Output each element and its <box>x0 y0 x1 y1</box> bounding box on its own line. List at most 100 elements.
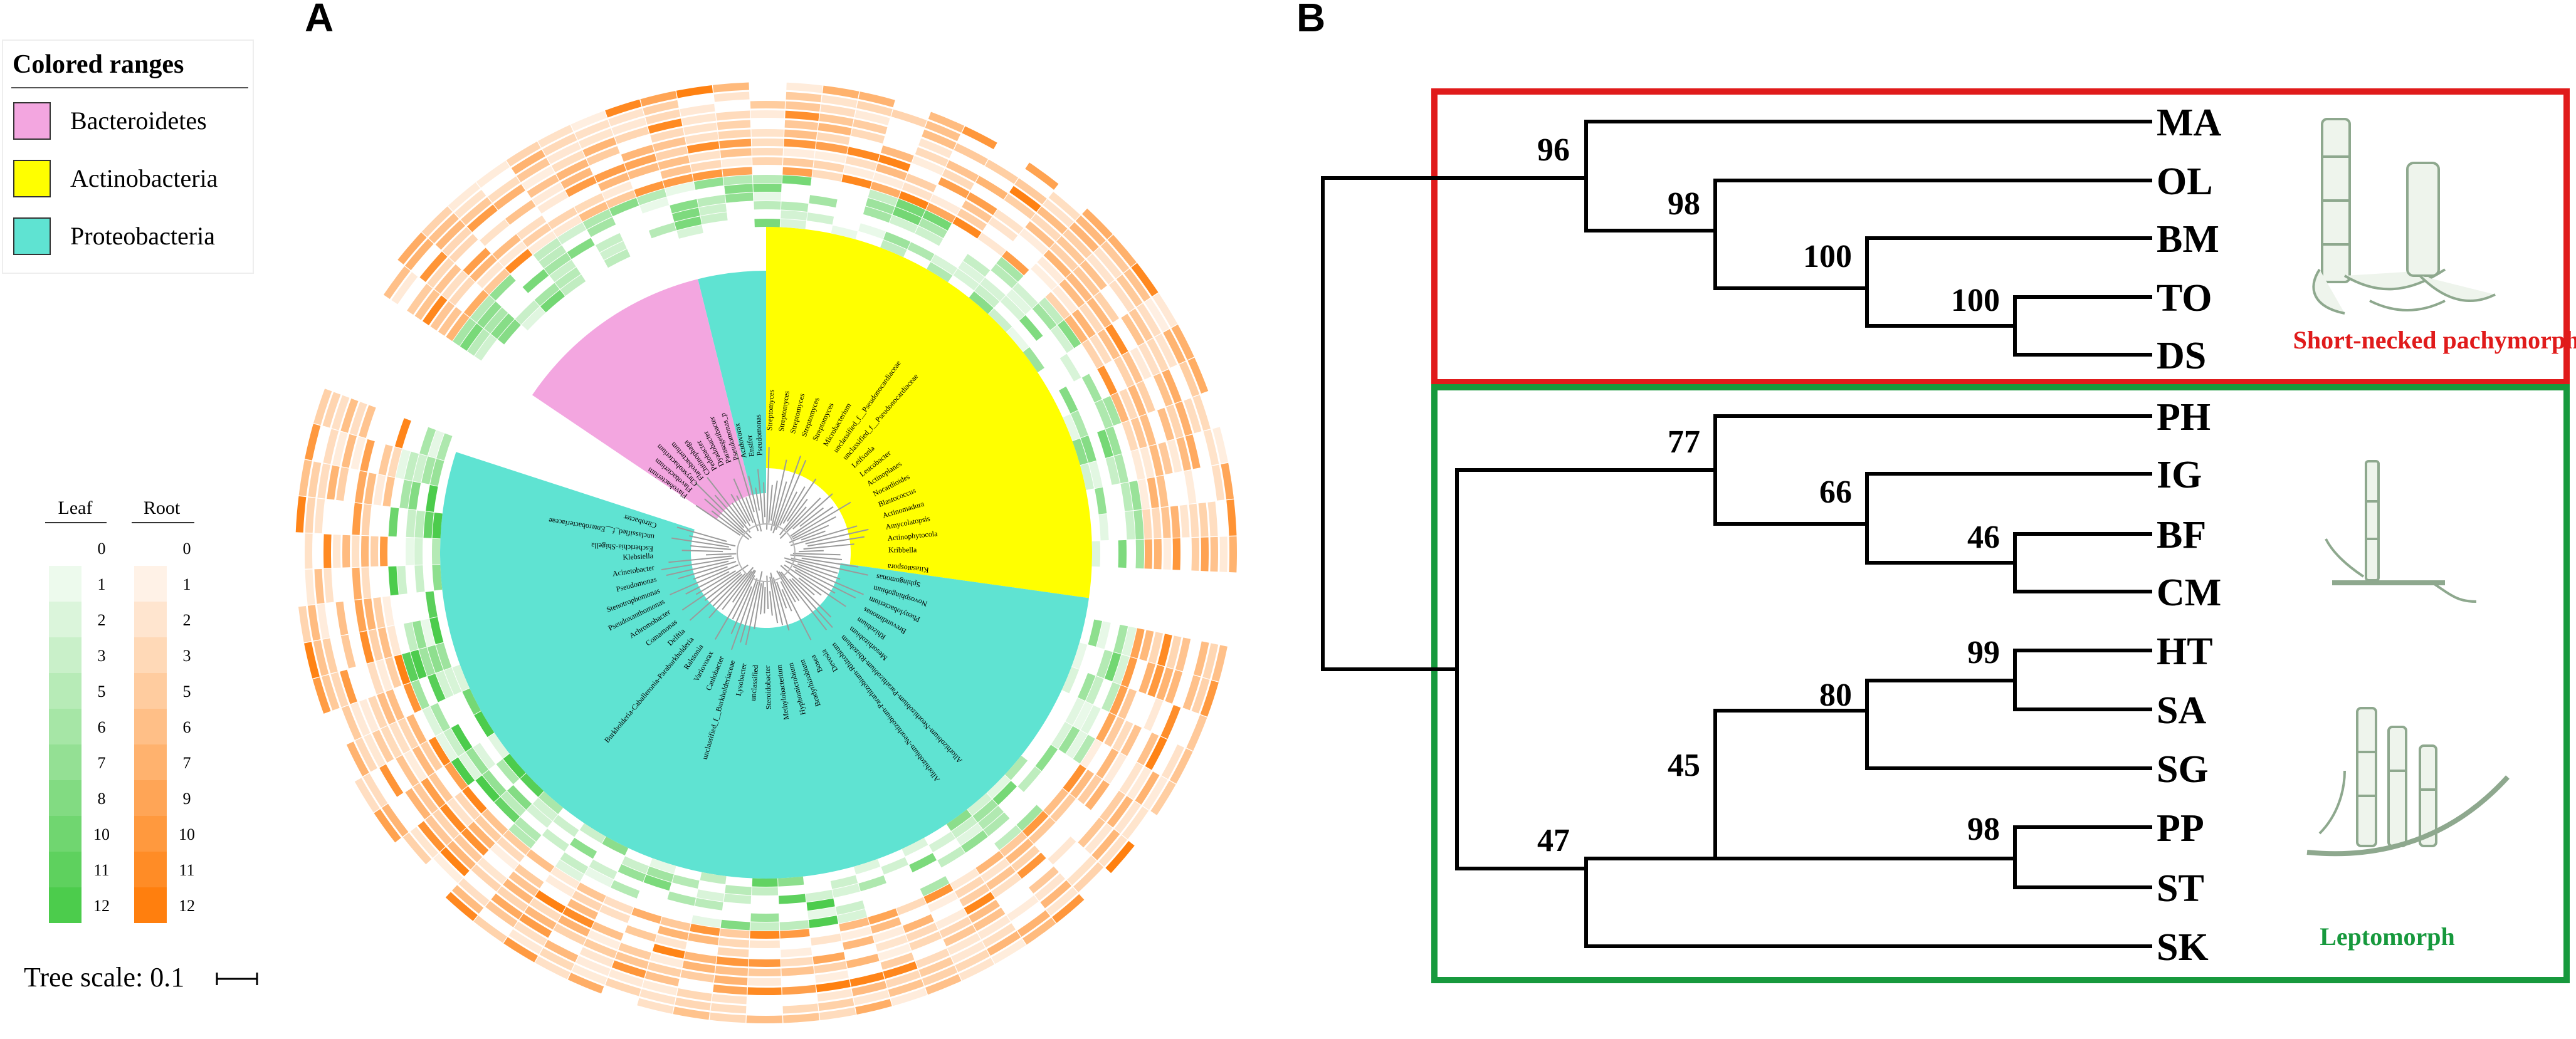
leaf-heat-cell <box>507 785 532 810</box>
root-heat-cell <box>317 463 330 499</box>
leaf-heat-cell <box>639 197 670 214</box>
root-heat-cell <box>977 915 1011 939</box>
root-heat-cell <box>1040 880 1072 909</box>
root-scale-swatch <box>134 780 167 816</box>
root-heat-cell <box>522 223 552 248</box>
root-heat-cell <box>586 146 620 166</box>
root-heat-cell <box>584 938 618 959</box>
tree-branch <box>794 569 836 594</box>
leaf-heat-cell <box>831 225 858 239</box>
leaf-heat-cell <box>436 433 453 461</box>
root-heat-cell <box>313 389 332 426</box>
leaf-heat-cell <box>895 199 925 217</box>
root-heat-cell <box>342 535 350 568</box>
root-scale-value: 11 <box>179 861 194 879</box>
root-heat-cell <box>812 169 843 182</box>
leaf-scale-swatch <box>49 816 81 852</box>
leaf-heat-cell <box>1105 426 1122 456</box>
bootstrap-n-bf-cm: 46 <box>1967 520 2000 555</box>
root-heat-cell <box>962 126 997 150</box>
tree-branch <box>766 447 770 530</box>
leaf-heat-cell <box>1129 480 1142 511</box>
taxon-label: Streptomyces <box>765 389 775 431</box>
tree-branch <box>776 570 796 603</box>
leaf-heat-cell <box>570 837 597 859</box>
root-heat-cell <box>993 209 1024 234</box>
root-heat-cell <box>781 947 812 958</box>
leaf-heat-cell <box>432 565 443 591</box>
root-heat-cell <box>1191 537 1199 571</box>
leaf-heat-cell <box>646 866 674 882</box>
leaf-heat-cell <box>414 538 423 565</box>
root-heat-cell <box>463 248 491 276</box>
tree-branch <box>661 557 735 571</box>
root-heat-cell <box>308 461 322 498</box>
tree-branch <box>695 504 741 536</box>
leaf-label-ol: OL <box>2157 160 2213 203</box>
tree-branch <box>779 498 821 540</box>
leaf-heat-cell <box>969 291 994 315</box>
root-heat-cell <box>354 471 367 503</box>
root-heat-cell <box>1009 185 1041 212</box>
tree-branch <box>801 530 826 541</box>
leaf-heat-cell <box>920 876 950 897</box>
root-heat-cell <box>440 847 470 877</box>
root-heat-cell <box>1187 357 1209 394</box>
leaf-heat-cell <box>414 510 425 538</box>
root-heat-cell <box>1137 479 1150 509</box>
tree-branch <box>791 501 851 538</box>
root-heat-cell <box>658 155 690 170</box>
leaf-heat-cell <box>1080 705 1101 734</box>
root-heat-cell <box>1086 298 1112 328</box>
root-heat-cell <box>1045 291 1070 320</box>
root-heat-cell <box>982 923 1016 948</box>
leaf-heat-cell <box>560 852 589 874</box>
tree-branch <box>681 564 749 611</box>
leaf-scale-value: 2 <box>98 611 106 629</box>
root-heat-cell <box>973 907 1006 931</box>
root-heat-cell <box>567 973 604 994</box>
leaf-heat-cell <box>496 759 520 785</box>
leaf-heat-cell <box>1071 642 1088 669</box>
leaf-heat-cell <box>443 728 465 757</box>
root-heat-cell <box>839 917 870 932</box>
root-heat-cell <box>463 290 489 318</box>
root-heat-cell <box>505 199 536 225</box>
root-heat-cell <box>841 926 872 941</box>
rhizome-illustration-leptomorph-1 <box>2325 460 2477 603</box>
leaf-heat-cell <box>462 688 481 715</box>
root-heat-cell <box>885 970 921 988</box>
root-heat-cell <box>947 932 981 955</box>
leaf-heat-cell <box>388 507 399 537</box>
root-heat-cell <box>1135 771 1160 805</box>
leaf-heat-cell <box>782 175 812 186</box>
root-heat-cell <box>875 934 908 952</box>
root-scale-value: 12 <box>179 897 195 915</box>
root-heat-cell <box>786 91 822 103</box>
root-heat-cell <box>574 119 611 140</box>
root-scale-swatch <box>134 530 167 566</box>
root-heat-cell <box>508 871 539 896</box>
root-heat-cell <box>814 150 846 164</box>
root-heat-cell <box>1184 398 1202 434</box>
tree-branch <box>797 563 841 580</box>
leaf-heat-cell <box>752 174 782 184</box>
root-heat-cell <box>572 964 607 985</box>
root-heat-cell <box>1100 790 1125 822</box>
leaf-heat-cell <box>430 702 451 732</box>
root-heat-cell <box>471 864 502 892</box>
tree-branch <box>732 575 755 620</box>
root-heat-cell <box>1184 470 1197 504</box>
root-heat-cell <box>442 227 472 256</box>
leaf-heat-cell <box>467 328 490 356</box>
leaf-heat-cell <box>953 268 979 291</box>
root-heat-cell <box>1085 823 1113 854</box>
root-heat-cell <box>514 864 544 889</box>
leaf-heat-cell <box>419 647 435 676</box>
root-heat-cell <box>783 157 814 168</box>
root-heat-cell <box>1157 634 1172 667</box>
root-heat-cell <box>856 100 893 117</box>
root-heat-cell <box>386 689 405 721</box>
root-heat-cell <box>675 997 711 1011</box>
leaf-heat-cell <box>426 484 438 512</box>
